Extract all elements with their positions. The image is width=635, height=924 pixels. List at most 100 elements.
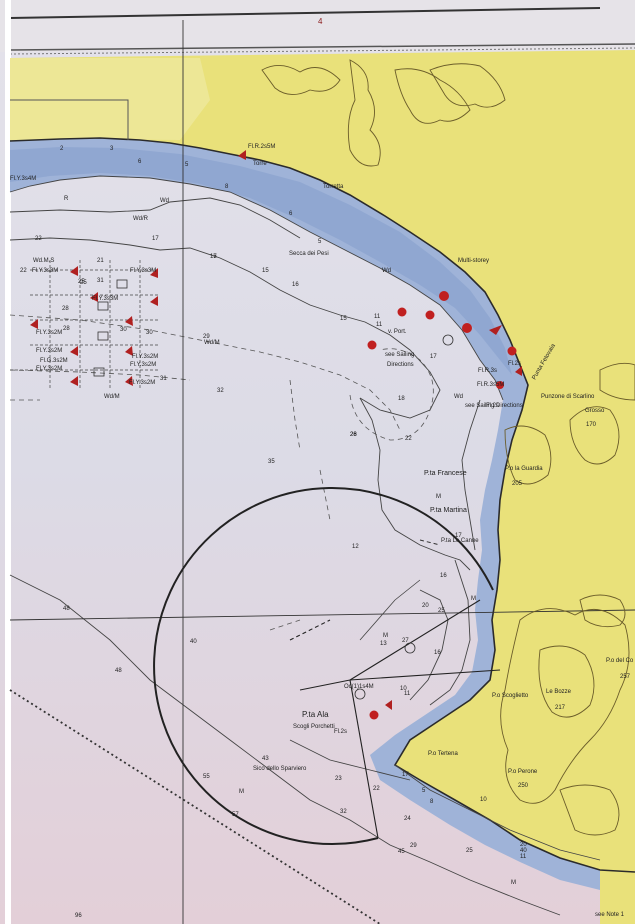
depth-sounding: 17 xyxy=(152,236,159,242)
depth-sounding: 10 xyxy=(400,686,407,692)
place-pta-francese: P.ta Francese xyxy=(424,470,467,477)
depth-sounding: 24 xyxy=(404,816,411,822)
depth-sounding: 31 xyxy=(97,278,104,284)
light-markers xyxy=(30,150,522,720)
mooring-buoys xyxy=(93,279,454,700)
leading-line xyxy=(359,579,421,641)
seabed-quality: M xyxy=(471,596,476,602)
depth-sounding: 48 xyxy=(63,606,70,612)
depth-sounding: 10 xyxy=(480,797,487,803)
depth-sounding: 17 xyxy=(402,772,409,778)
depth-sounding: 27 xyxy=(402,638,409,644)
land-elevation: 257 xyxy=(620,674,631,680)
depth-sounding: 8 xyxy=(430,799,434,805)
depth-sounding: 17 xyxy=(455,533,462,539)
depth-sounding: 26 xyxy=(350,432,357,438)
depth-sounding: 18 xyxy=(398,396,405,402)
depth-sounding: 22 xyxy=(373,786,380,792)
place-torre: Torre xyxy=(253,161,267,167)
depth-sounding: 5 xyxy=(185,162,189,168)
land-elevation: 170 xyxy=(586,422,597,428)
depth-sounding: 11 xyxy=(520,854,527,860)
depth-sounding: 28 xyxy=(63,326,70,332)
depth-sounding: 6 xyxy=(138,159,142,165)
graticule xyxy=(9,20,635,924)
dashed-contours xyxy=(9,314,434,631)
depth-sounding: 15 xyxy=(262,268,269,274)
chart-border-top xyxy=(9,7,601,19)
place-p-la-guardia: P.o la Guardia xyxy=(505,466,543,472)
light-characteristic: Fl.Y.3s3M xyxy=(130,268,156,274)
coastline xyxy=(9,137,635,873)
depth-sounding: 30 xyxy=(120,327,127,333)
depth-sounding: 35 xyxy=(268,459,275,465)
place-pta-ala: P.ta Ala xyxy=(302,710,329,719)
sector-limits xyxy=(289,599,501,839)
seabed-quality: Wd/M xyxy=(104,394,120,400)
place-torretta: Torretta xyxy=(323,184,344,190)
seabed-quality: M xyxy=(436,494,441,500)
depth-sounding: 15 xyxy=(340,316,347,322)
depth-sounding: 5 xyxy=(422,788,426,794)
depth-sounding: 25 xyxy=(438,608,445,614)
place-secca-dei-pesi: Secca dei Pesi xyxy=(289,251,329,257)
seabed-quality: Wd/M xyxy=(204,340,220,346)
light-characteristic: Fl.R.3s xyxy=(478,368,497,374)
depth-sounding: 17 xyxy=(210,254,217,260)
depth-sounding: 15 xyxy=(210,254,217,260)
depth-sounding: 30 xyxy=(146,330,153,336)
seabed-quality: M xyxy=(383,633,388,639)
seabed-quality: Wd/R xyxy=(133,216,149,222)
light-characteristic: Fl.Y.3s2M xyxy=(36,348,62,354)
light-characteristic: Fl.Y.3s2M xyxy=(129,380,155,386)
chart-border-scale xyxy=(9,47,635,55)
depth-sounding: 32 xyxy=(340,809,347,815)
depth-sounding: 48 xyxy=(115,668,122,674)
depth-sounding: 55 xyxy=(203,774,210,780)
light-characteristic: Fl.Y.3s4M xyxy=(10,176,36,182)
place-pta-le-canne: P.ta Le Canne xyxy=(441,538,479,544)
depth-sounding: 43 xyxy=(262,756,269,762)
depth-sounding: 11 xyxy=(374,314,381,320)
light-characteristic: Wd.M.S xyxy=(33,258,54,264)
seabed-quality: Wd xyxy=(160,198,169,204)
depth-sounding: 22 xyxy=(20,268,27,274)
depth-sounding: 17 xyxy=(430,354,437,360)
depth-sounding: 11 xyxy=(376,322,383,328)
depth-sounding: 2 xyxy=(60,146,64,152)
place-pta-martina: P.ta Martina xyxy=(430,507,467,514)
depth-sounding: 12 xyxy=(352,544,359,550)
place-p-tertena: P.o Tertena xyxy=(428,751,458,757)
depth-sounding: 25 xyxy=(466,848,473,854)
mooring-grid xyxy=(10,260,160,390)
light-characteristic: Oc(1)1s4M xyxy=(344,684,374,690)
inset-frame xyxy=(10,99,129,120)
light-characteristic: Fl.Y.3s2M xyxy=(36,330,62,336)
place-p-del-co: P.o del Co xyxy=(606,658,634,664)
depth-sounding: 40 xyxy=(190,639,197,645)
place-multi-storey: Multi-storey xyxy=(458,258,489,264)
depth-sounding: 25 xyxy=(80,280,87,286)
depth-sounding: 8 xyxy=(225,184,229,190)
place-see-note: see Note 1 xyxy=(595,912,625,918)
place-grosso: Grosso xyxy=(585,408,605,414)
depth-sounding: 16 xyxy=(434,650,441,656)
seabed-quality: M xyxy=(511,880,516,886)
light-characteristic: Fl.R.2s5M xyxy=(248,144,275,150)
depth-sounding: 22 xyxy=(405,436,412,442)
depth-sounding: 40 xyxy=(520,848,527,854)
chart-top-mark: 4 xyxy=(318,17,323,26)
depth-sounding: 11 xyxy=(404,691,411,697)
place-see-sailing-directions: see Sailing Directions xyxy=(465,403,523,409)
land-elevation: 250 xyxy=(518,783,529,789)
land-relief xyxy=(261,59,635,836)
depth-sounding: 29 xyxy=(203,334,210,340)
depth-sounding: 25 xyxy=(78,279,85,285)
light-characteristic: Fl.2s xyxy=(486,403,499,409)
shallow-water-inner xyxy=(10,147,512,375)
place-v-port: v. Port. xyxy=(388,329,407,335)
depth-sounding: 21 xyxy=(97,258,104,264)
depth-sounding: 13 xyxy=(380,641,387,647)
depth-sounding: 6 xyxy=(289,211,293,217)
place-p-scoglietto: P.o Scoglietto xyxy=(492,693,529,699)
